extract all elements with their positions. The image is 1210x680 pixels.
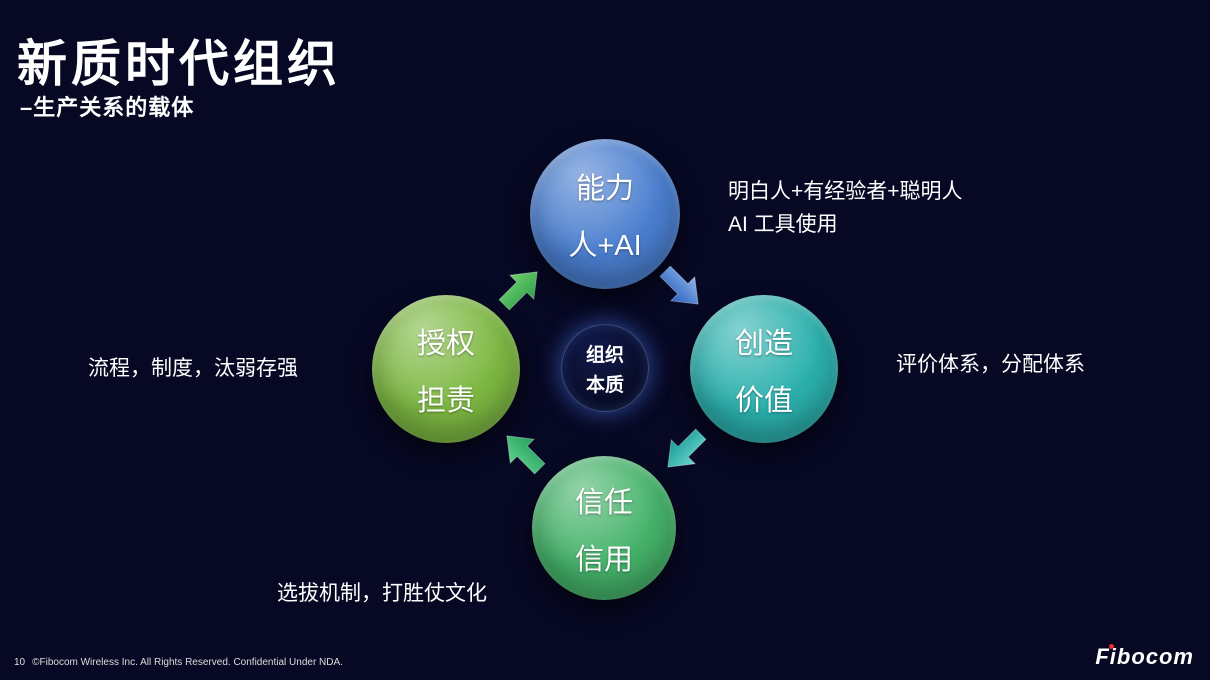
node-center-line2: 本质 (585, 374, 624, 396)
slide-subtitle: –生产关系的载体 (20, 95, 195, 120)
slide-title: 新质时代组织 (17, 36, 341, 92)
annotation-top: 明白人+有经验者+聪明人 AI 工具使用 (728, 176, 963, 241)
node-ability-line2: 人+AI (568, 229, 642, 262)
node-create-value-line1: 创造 (734, 327, 793, 360)
cycle-arrow-bottom-to-left-icon (493, 422, 552, 481)
node-trust-line2: 信用 (574, 543, 633, 576)
annotation-top-line2: AI 工具使用 (728, 212, 838, 236)
fibocom-logo-dot-icon (1109, 644, 1115, 649)
copyright-text: ©Fibocom Wireless Inc. All Rights Reserv… (32, 657, 343, 668)
annotation-left: 流程，制度，汰弱存强 (88, 357, 298, 380)
node-ability-line1: 能力 (575, 172, 634, 205)
node-authorize: 授权 担责 (372, 295, 520, 443)
node-authorize-line2: 担责 (416, 384, 475, 417)
cycle-arrow-top-to-right-icon (652, 258, 711, 317)
cycle-arrow-left-to-top-icon (491, 258, 550, 317)
arrow-shape (498, 271, 538, 311)
node-create-value: 创造 价值 (690, 295, 838, 443)
arrow-shape (659, 265, 699, 305)
node-create-value-line2: 价值 (734, 384, 793, 417)
node-ability: 能力 人+AI (530, 139, 680, 289)
arrow-shape (667, 428, 707, 468)
annotation-top-line1: 明白人+有经验者+聪明人 (728, 180, 963, 203)
node-trust-line1: 信任 (574, 486, 633, 519)
node-authorize-line1: 授权 (416, 327, 475, 360)
page-number: 10 (14, 657, 26, 668)
arrow-shape (506, 435, 546, 475)
fibocom-logo: Fibocom (1095, 644, 1194, 670)
annotation-bottom: 选拔机制，打胜仗文化 (277, 582, 487, 605)
slide-footer: 10 ©Fibocom Wireless Inc. All Rights Res… (14, 657, 343, 668)
node-center-essence: 组织 本质 (561, 324, 649, 412)
cycle-arrow-right-to-bottom-icon (654, 421, 713, 480)
node-trust: 信任 信用 (532, 456, 676, 600)
node-center-line1: 组织 (585, 344, 624, 366)
annotation-right: 评价体系，分配体系 (896, 353, 1085, 376)
